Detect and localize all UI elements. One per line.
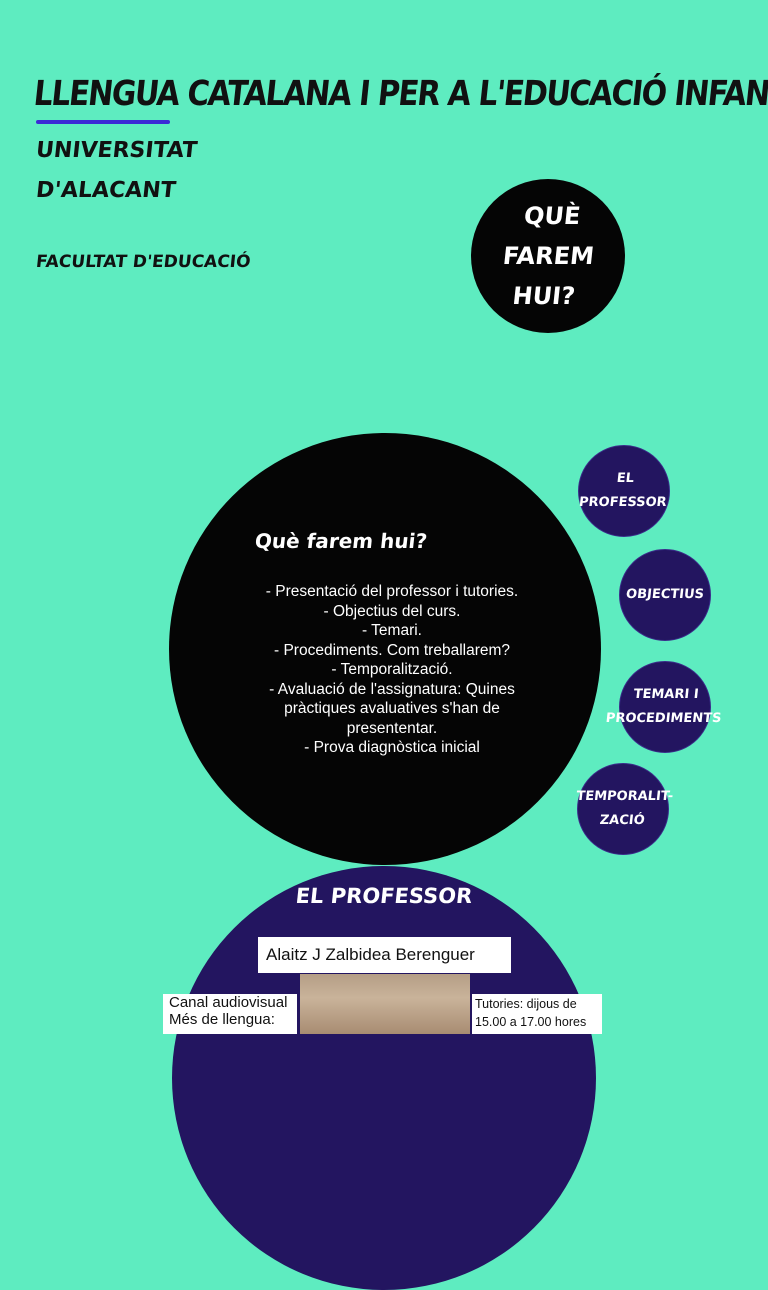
nav-label-objectius: Objectius bbox=[625, 587, 705, 602]
agenda-item: - Presentació del professor i tutories. bbox=[265, 583, 519, 600]
nav-circle-temporalitzacio[interactable]: Temporalit-zació bbox=[575, 763, 674, 855]
university-line-2: d'Alacant bbox=[34, 178, 177, 203]
agenda-item: - Procediments. Com treballarem? bbox=[273, 641, 511, 659]
nav-label-professor: El professor bbox=[578, 471, 668, 510]
intro-circle-label: Què farem hui? bbox=[501, 202, 596, 310]
professor-photo bbox=[300, 974, 470, 1034]
channel-line-2: Més de llengua: bbox=[169, 1011, 275, 1028]
tutoring-line-2: 15.00 a 17.00 hores bbox=[475, 1015, 587, 1029]
agenda-item: - Prova diagnòstica inicial bbox=[304, 739, 480, 756]
nav-label-temporalitzacio: Temporalit-zació bbox=[575, 789, 674, 828]
agenda-circle: Què farem hui? - Presentació del profess… bbox=[169, 433, 601, 865]
university-line-1: Universitat bbox=[34, 138, 199, 163]
professor-heading: El professor bbox=[294, 884, 474, 908]
channel-box[interactable]: Canal audiovisual Més de llengua: bbox=[163, 994, 297, 1034]
channel-line-1: Canal audiovisual bbox=[169, 994, 288, 1011]
nav-circle-temari[interactable]: Temari i procediments bbox=[605, 661, 722, 753]
agenda-item: - Objectius del curs. bbox=[323, 602, 461, 620]
faculty-label: Facultat d'Educació bbox=[34, 252, 252, 272]
professor-name-box: Alaitz J Zalbidea Berenguer bbox=[258, 937, 511, 973]
tutoring-line-1: Tutories: dijous de bbox=[475, 997, 577, 1011]
nav-label-temari: Temari i procediments bbox=[605, 687, 723, 726]
agenda-item: - Avaluació de l'assignatura: Quines prà… bbox=[269, 680, 515, 737]
agenda-item: - Temari. bbox=[361, 622, 422, 639]
agenda-item: - Temporalització. bbox=[331, 661, 453, 678]
nav-circle-objectius[interactable]: Objectius bbox=[619, 549, 711, 641]
professor-section: El professor bbox=[172, 866, 596, 1290]
professor-name: Alaitz J Zalbidea Berenguer bbox=[266, 945, 475, 964]
agenda-heading: Què farem hui? bbox=[253, 529, 429, 553]
tutoring-box: Tutories: dijous de 15.00 a 17.00 hores bbox=[472, 994, 602, 1034]
page-title: Llengua catalana I per a l'Educació Infa… bbox=[31, 74, 768, 115]
agenda-list: - Presentació del professor i tutories. … bbox=[242, 582, 542, 758]
intro-circle[interactable]: Què farem hui? bbox=[471, 179, 625, 333]
nav-circle-professor[interactable]: El professor bbox=[578, 445, 670, 537]
title-underline bbox=[36, 120, 170, 124]
